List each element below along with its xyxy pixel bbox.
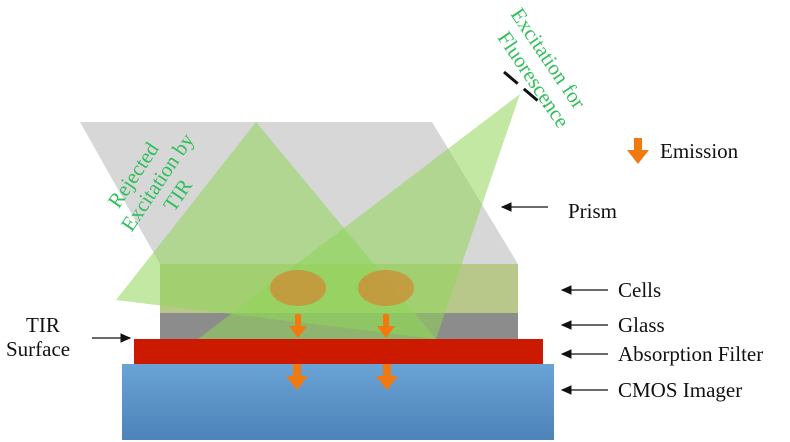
emission-arrow-right-cmos — [376, 364, 398, 390]
emission-label: Emission — [660, 139, 739, 163]
cmos-imager-block — [122, 364, 554, 440]
cell-left — [270, 270, 326, 306]
tir-surface-label-line1: TIR — [26, 313, 60, 337]
emission-arrow-right-glass — [377, 314, 395, 338]
cell-right — [358, 270, 414, 306]
cmos-imager-label: CMOS Imager — [618, 378, 742, 402]
tir-surface-label-line2: Surface — [6, 337, 70, 361]
cells-label: Cells — [618, 278, 661, 302]
emission-arrow-left-glass — [289, 314, 307, 338]
emission-legend-arrow — [627, 138, 649, 164]
glass-label: Glass — [618, 313, 665, 337]
excitation-source-mark — [503, 70, 545, 108]
prism-label: Prism — [568, 199, 617, 223]
absorption-filter-label: Absorption Filter — [618, 342, 763, 366]
absorption-filter-block — [134, 339, 543, 364]
emission-arrow-left-cmos — [286, 364, 308, 390]
